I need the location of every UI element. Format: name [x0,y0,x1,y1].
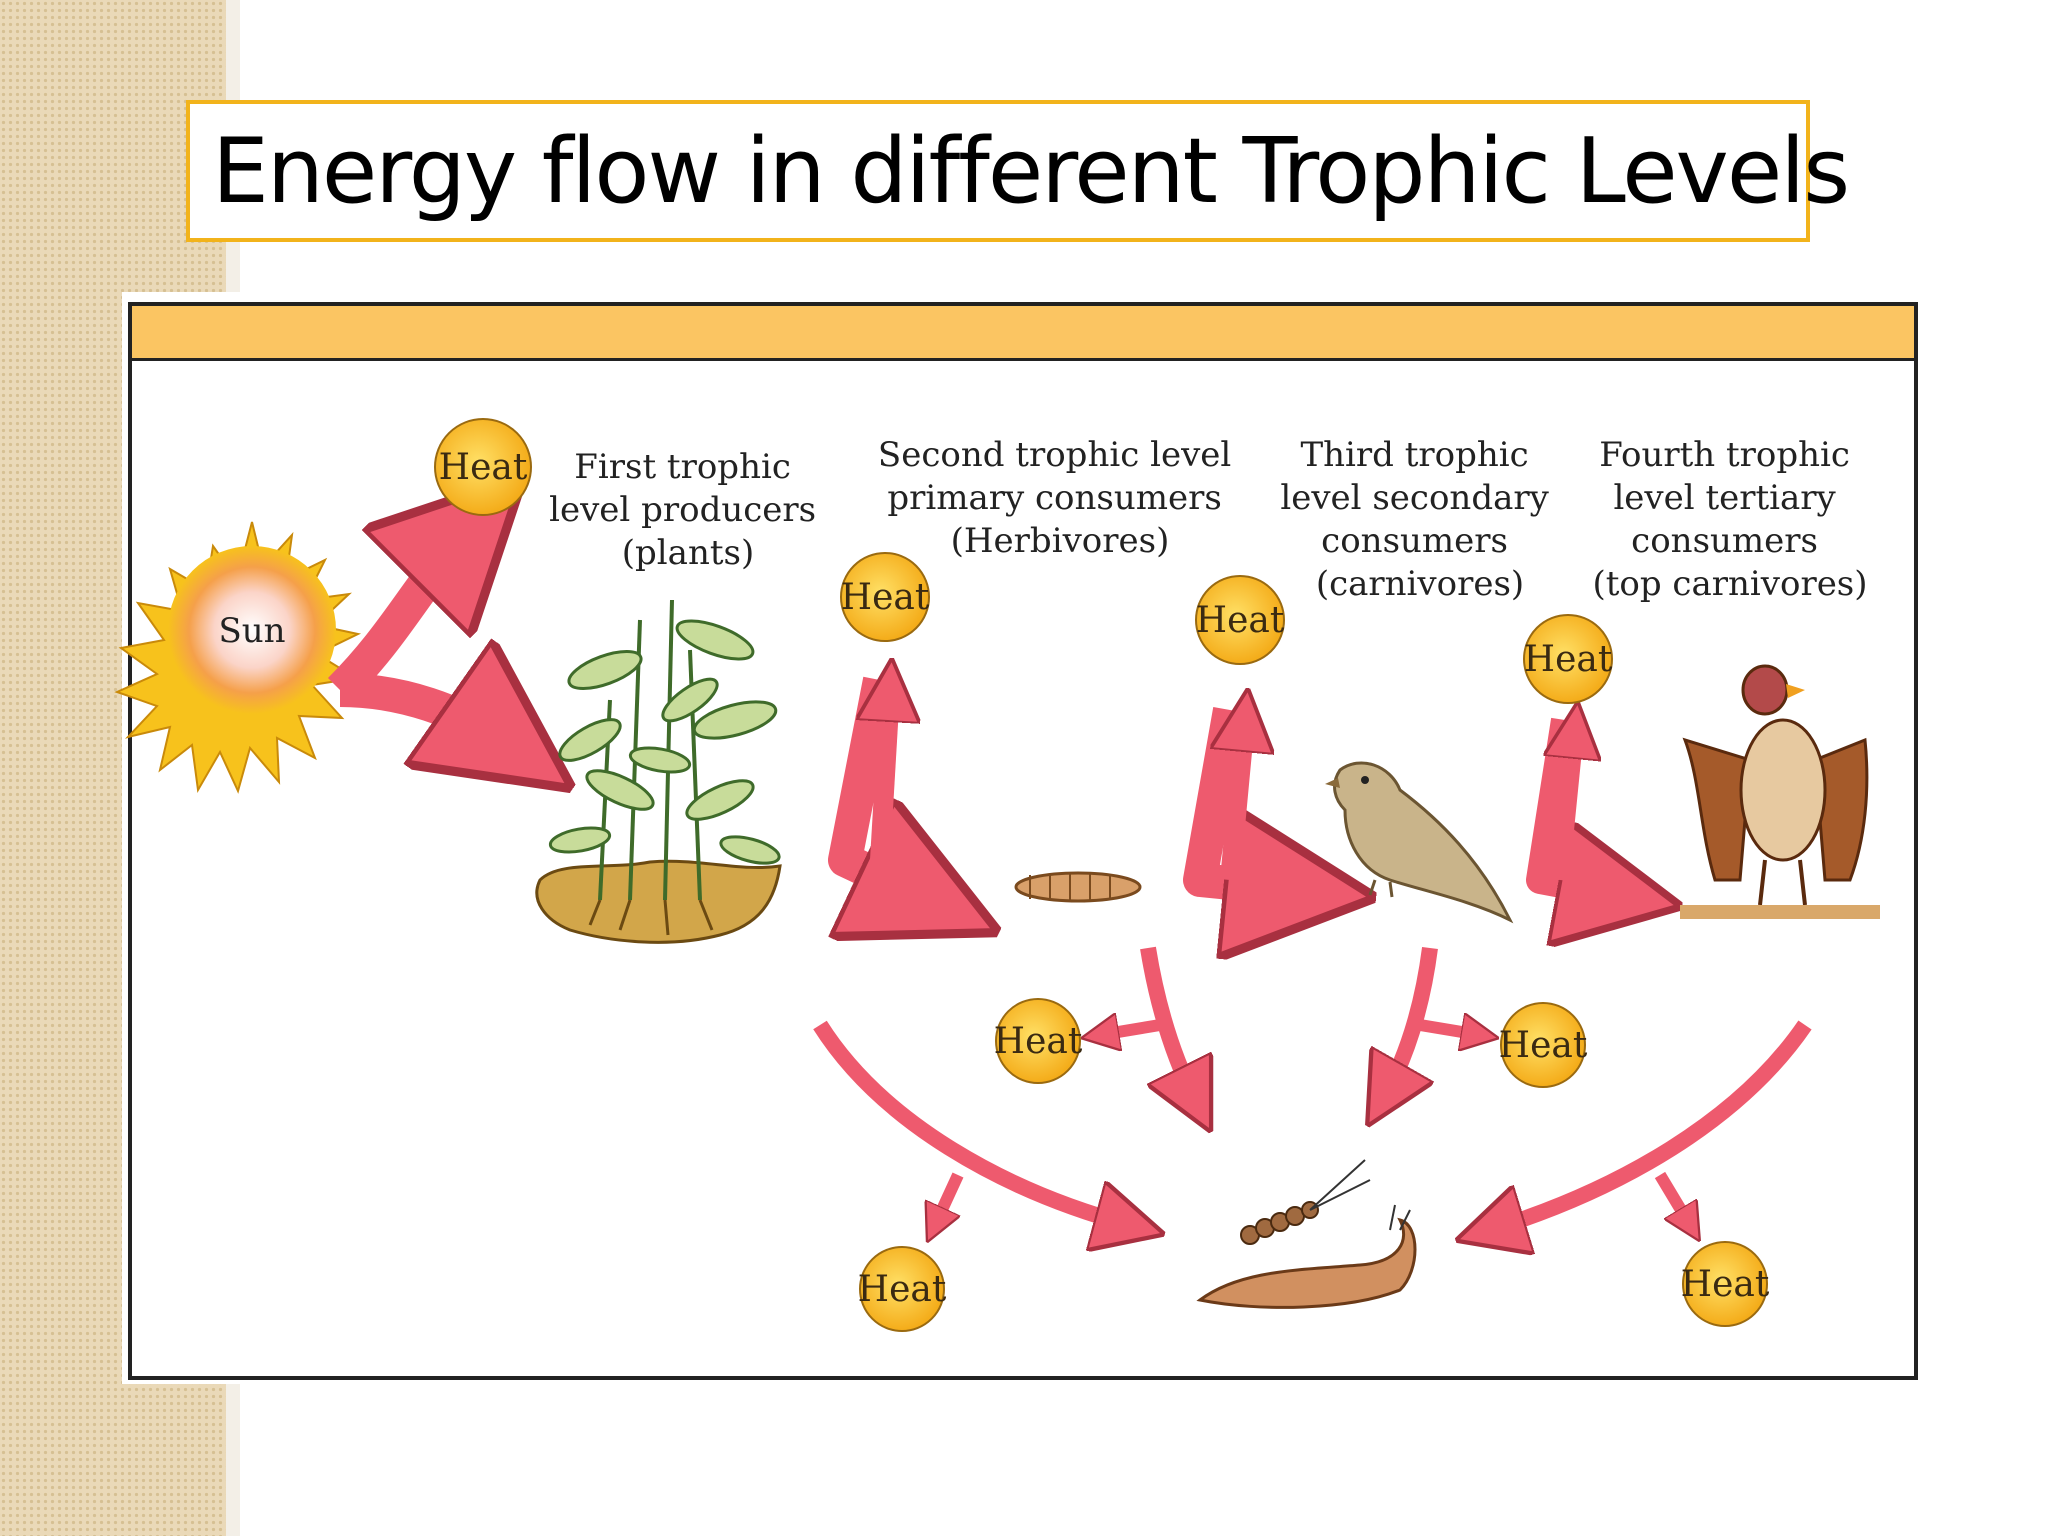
level-1-label: First trophic level producers (plants) [549,447,827,573]
heat-decomposer-bottom-left: Heat [858,1246,947,1332]
branch-heat-middle-left [1100,1025,1161,1035]
level-2-label: Second trophic level primary consumers (… [878,435,1242,561]
heat-label: Heat [439,447,528,488]
arrow-sun-to-plants [339,690,510,745]
heat-markers: Heat Heat Heat Heat Heat Heat Heat Heat [434,418,1770,1332]
heat-label: Heat [994,1021,1083,1062]
heat-label: Heat [1681,1264,1770,1305]
level-4-line-4: (top carnivores) [1592,564,1867,604]
diagram-header-band [132,306,1914,361]
caterpillar-illustration [1014,871,1142,903]
level-4-line-3: consumers [1631,521,1818,561]
branch-heat-middle-right [1419,1025,1480,1035]
arrow-carnivore-heat-up [1230,720,1245,881]
level-3-line-4: (carnivores) [1316,564,1524,604]
arrow-plants-to-decomposers [813,1020,1130,1225]
title-box: Energy flow in different Trophic Levels [186,100,1850,242]
branch-heat-bottom-right [1654,1171,1690,1225]
level-2-line-3: (Herbivores) [951,521,1170,561]
slide-title: Energy flow in different Trophic Levels [212,118,1850,224]
arrow-top-carnivore-to-decomposers [1490,1020,1812,1230]
arrow-herbivore-heat-up [880,690,890,861]
heat-carnivore: Heat [1195,575,1285,665]
sun-core [168,546,336,714]
level-1-line-1: First trophic [574,447,791,487]
branch-heat-bottom-left [935,1172,964,1225]
arrow-top-carnivore-heat-up [1560,730,1575,881]
bird-illustration [1325,761,1514,924]
level-4-line-1: Fourth trophic [1599,435,1850,475]
vulture-illustration [1680,664,1880,919]
arrow-herbivore-to-carnivore [1183,707,1300,890]
arrow-sun-to-heat [327,530,470,703]
heat-top-carnivore: Heat [1523,614,1613,704]
arrow-plants-to-herbivore [828,676,930,900]
heat-sun: Heat [434,418,532,516]
level-3-line-3: consumers [1321,521,1508,561]
level-3-label: Third trophic level secondary consumers … [1280,435,1559,604]
level-3-line-1: Third trophic [1300,435,1528,475]
heat-label: Heat [1524,639,1613,680]
level-1-line-2: level producers [549,490,816,530]
heat-label: Heat [858,1269,947,1310]
heat-label: Heat [1196,600,1285,641]
flow-arrows [327,530,1812,1230]
trophic-labels: First trophic level producers (plants) S… [549,435,1867,604]
level-4-label: Fourth trophic level tertiary consumers … [1592,435,1867,604]
heat-decomposer-middle-right: Heat [1499,1002,1588,1088]
level-4-line-2: level tertiary [1613,478,1836,518]
sun: Sun [114,521,362,794]
arrow-herbivore-to-decomposers [1140,946,1195,1100]
level-2-line-1: Second trophic level [878,435,1231,475]
arrow-carnivore-to-top-carnivore [1526,717,1620,895]
level-1-line-3: (plants) [622,533,754,573]
sun-label: Sun [218,611,285,651]
level-2-line-2: primary consumers [887,478,1222,518]
level-3-line-2: level secondary [1280,478,1549,518]
arrow-carnivore-to-decomposers [1385,946,1438,1095]
heat-label: Heat [1499,1025,1588,1066]
heat-label: Heat [841,577,930,618]
heat-decomposer-bottom-right: Heat [1681,1241,1770,1327]
plants-illustration [535,599,782,944]
decomposers-illustration [1196,1159,1417,1309]
heat-decomposer-middle-left: Heat [994,998,1083,1084]
heat-herbivore: Heat [840,552,930,642]
